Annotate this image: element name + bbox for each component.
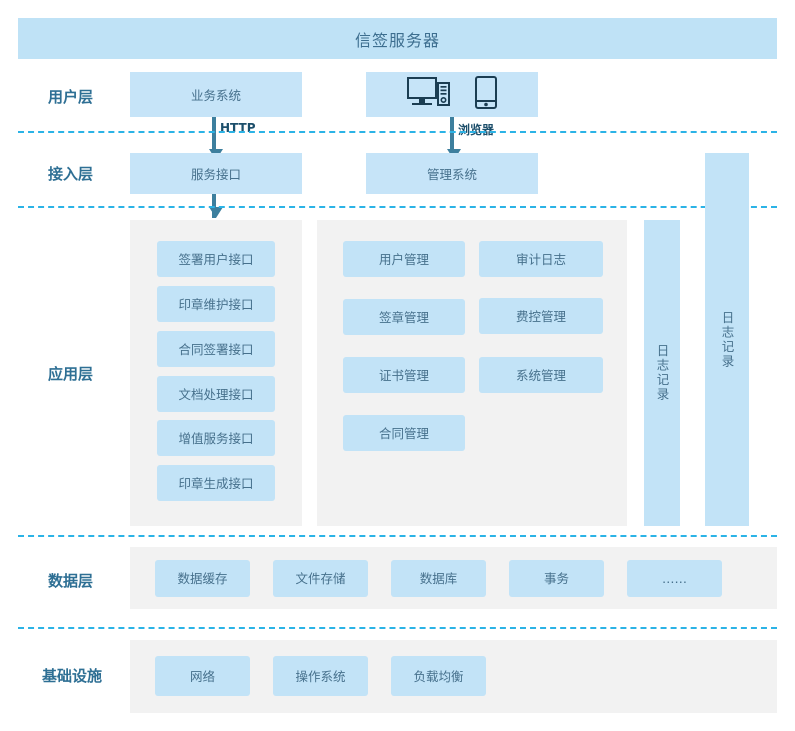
- card-data-3[interactable]: 事务: [509, 560, 604, 597]
- log-column-inner-label: 日志记录: [654, 344, 670, 402]
- card-module-6[interactable]: 合同管理: [343, 415, 465, 451]
- management-system-box[interactable]: 管理系统: [366, 153, 538, 194]
- card-module-4[interactable]: 证书管理: [343, 357, 465, 393]
- page-title: 信签服务器: [354, 30, 440, 50]
- card-infra-1[interactable]: 操作系统: [273, 656, 368, 696]
- layer-label-user: 用户层: [48, 88, 94, 106]
- card-interface-2[interactable]: 合同签署接口: [157, 331, 275, 367]
- desktop-computer-icon: [407, 76, 453, 113]
- card-interface-3[interactable]: 文档处理接口: [157, 376, 275, 412]
- card-data-4[interactable]: ……: [627, 560, 722, 597]
- card-module-5[interactable]: 系统管理: [479, 357, 603, 393]
- card-infra-2[interactable]: 负载均衡: [391, 656, 486, 696]
- management-system-label: 管理系统: [426, 167, 477, 182]
- divider-app-data: [18, 535, 777, 537]
- card-infra-0[interactable]: 网络: [155, 656, 250, 696]
- log-column-inner[interactable]: 日志记录: [644, 220, 680, 526]
- connector-browser-label: 浏览器: [458, 123, 495, 137]
- card-module-0[interactable]: 用户管理: [343, 241, 465, 277]
- device-icons: [407, 76, 497, 113]
- log-column-outer-label: 日志记录: [719, 310, 735, 369]
- card-module-1[interactable]: 审计日志: [479, 241, 603, 277]
- log-column-outer[interactable]: 日志记录: [705, 153, 749, 526]
- mobile-phone-icon: [475, 76, 497, 113]
- layer-label-data: 数据层: [48, 572, 94, 590]
- divider-data-infra: [18, 627, 777, 629]
- service-interface-label: 服务接口: [190, 167, 241, 182]
- business-system-box[interactable]: 业务系统: [130, 72, 302, 117]
- connector-app-arrowhead: [209, 207, 223, 218]
- card-interface-1[interactable]: 印章维护接口: [157, 286, 275, 322]
- connector-browser-line: [450, 117, 454, 153]
- card-interface-5[interactable]: 印章生成接口: [157, 465, 275, 501]
- card-data-1[interactable]: 文件存储: [273, 560, 368, 597]
- card-module-3[interactable]: 费控管理: [479, 298, 603, 334]
- connector-http-line: [212, 117, 216, 153]
- client-devices-box[interactable]: [366, 72, 538, 117]
- server-title-banner: 信签服务器: [18, 18, 777, 59]
- divider-user-access: [18, 131, 777, 133]
- card-interface-0[interactable]: 签署用户接口: [157, 241, 275, 277]
- service-interface-box[interactable]: 服务接口: [130, 153, 302, 194]
- card-module-2[interactable]: 签章管理: [343, 299, 465, 335]
- card-data-0[interactable]: 数据缓存: [155, 560, 250, 597]
- divider-access-app: [18, 206, 777, 208]
- card-interface-4[interactable]: 增值服务接口: [157, 420, 275, 456]
- business-system-label: 业务系统: [190, 88, 241, 103]
- layer-label-app: 应用层: [48, 365, 94, 383]
- card-data-2[interactable]: 数据库: [391, 560, 486, 597]
- layer-label-infra: 基础设施: [42, 667, 103, 685]
- layer-label-access: 接入层: [48, 165, 94, 183]
